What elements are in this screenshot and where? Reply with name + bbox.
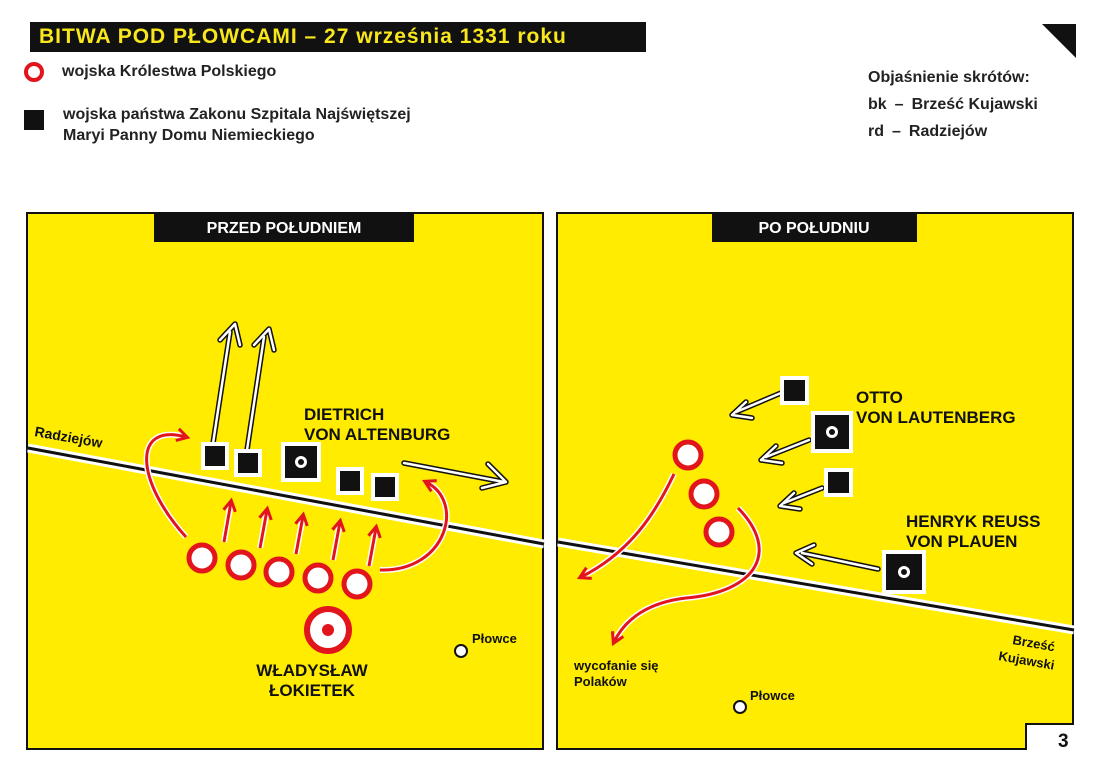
commander-label-henryk-2: VON PLAUEN (906, 532, 1017, 551)
polish-attack-arrows (143, 427, 450, 574)
town-label-plowce: Płowce (750, 688, 795, 703)
commander-label-dietrich-1: DIETRICH (304, 405, 384, 424)
teutonic-unit-icon (201, 442, 229, 470)
teutonic-advance-arrow-icon (758, 437, 812, 466)
polish-unit-icon (688, 478, 720, 510)
teutonic-unit-icon (371, 473, 399, 501)
commander-label-dietrich-2: VON ALTENBURG (304, 425, 450, 444)
abbreviation-code: bk (868, 96, 887, 113)
polish-unit-icon (341, 568, 373, 600)
panel-header (712, 212, 917, 242)
abbreviation-row: rd – Radziejów (868, 118, 1038, 145)
teutonic-unit-icon (234, 449, 262, 477)
abbreviation-dash: – (894, 96, 904, 113)
panel-before-noon: PRZED POŁUDNIEM Radziejów DIETRICH VON A… (26, 212, 546, 752)
road-brzesc (557, 540, 1075, 632)
teutonic-advance-arrow-icon (729, 390, 784, 421)
abbreviation-code: rd (868, 123, 884, 140)
polish-unit-icon (186, 542, 218, 574)
teutonic-unit-icon (824, 468, 853, 497)
abbreviation-row: bk – Brześć Kujawski (868, 91, 1038, 118)
panel-header-label: PO POŁUDNIU (758, 220, 869, 237)
panel-header (154, 212, 414, 242)
commander-label-henryk-1: HENRYK REUSS (906, 512, 1040, 531)
legend-teutonic: wojska państwa Zakonu Szpitala Najświęts… (24, 104, 411, 146)
polish-unit-icon (263, 556, 295, 588)
retreat-north-arrow-icon (244, 326, 277, 453)
map-title: BITWA POD PŁOWCAMI – 27 września 1331 ro… (30, 22, 646, 52)
teutonic-unit-icon (336, 467, 364, 495)
town-marker-icon (733, 700, 747, 714)
polish-unit-icon (672, 439, 704, 471)
retreat-label-2: Polaków (574, 674, 628, 689)
polish-retreat-arrows (576, 472, 763, 647)
teutonic-commander-icon (882, 550, 926, 594)
teutonic-commander-icon (281, 442, 321, 482)
black-square-icon (24, 110, 44, 130)
abbreviations-heading: Objaśnienie skrótów: (868, 69, 1030, 86)
legend-polish-label: wojska Królestwa Polskiego (62, 63, 277, 80)
abbreviation-dash: – (892, 123, 901, 140)
panel-header-label: PRZED POŁUDNIEM (207, 220, 362, 237)
retreat-label-1: wycofanie się (573, 658, 659, 673)
road-radziejow (27, 446, 545, 546)
town-label-plowce: Płowce (472, 631, 517, 646)
abbreviations-box: Objaśnienie skrótów: bk – Brześć Kujawsk… (868, 64, 1038, 145)
page-number: 3 (1058, 731, 1069, 752)
teutonic-advance-arrow-icon (793, 542, 881, 572)
corner-triangle-icon (1042, 24, 1076, 58)
map-area (556, 212, 1074, 750)
commander-label-lokietek-2: ŁOKIETEK (269, 681, 356, 700)
legend-teutonic-label-1: wojska państwa Zakonu Szpitala Najświęts… (63, 106, 411, 123)
map-after-noon: PO POŁUDNIU Brześć Kujawski OTTO VON LAU… (556, 212, 1075, 750)
polish-unit-icon (225, 549, 257, 581)
road-label-brzesc-1: Brześć (1011, 632, 1056, 654)
red-ring-icon (24, 62, 44, 82)
advance-east-arrow-icon (401, 460, 509, 491)
commander-label-lokietek-1: WŁADYSŁAW (256, 661, 368, 680)
map-before-noon: PRZED POŁUDNIEM Radziejów DIETRICH VON A… (26, 212, 545, 750)
teutonic-advance-arrow-icon (777, 485, 825, 512)
commander-label-otto-1: OTTO (856, 388, 903, 407)
town-marker-icon (454, 644, 468, 658)
polish-commander-icon (304, 606, 352, 654)
commander-label-otto-2: VON LAUTENBERG (856, 408, 1016, 427)
abbreviation-full: Radziejów (908, 123, 988, 140)
polish-unit-icon (302, 562, 334, 594)
abbreviation-full: Brześć Kujawski (911, 96, 1038, 113)
legend-polish: wojska Królestwa Polskiego (24, 62, 276, 82)
teutonic-commander-icon (811, 411, 853, 453)
polish-unit-icon (703, 516, 735, 548)
panel-after-noon: PO POŁUDNIU Brześć Kujawski OTTO VON LAU… (556, 212, 1076, 752)
legend-teutonic-label-2: Maryi Panny Domu Niemieckiego (63, 127, 315, 144)
teutonic-unit-icon (780, 376, 809, 405)
retreat-north-arrow-icon (209, 321, 243, 453)
